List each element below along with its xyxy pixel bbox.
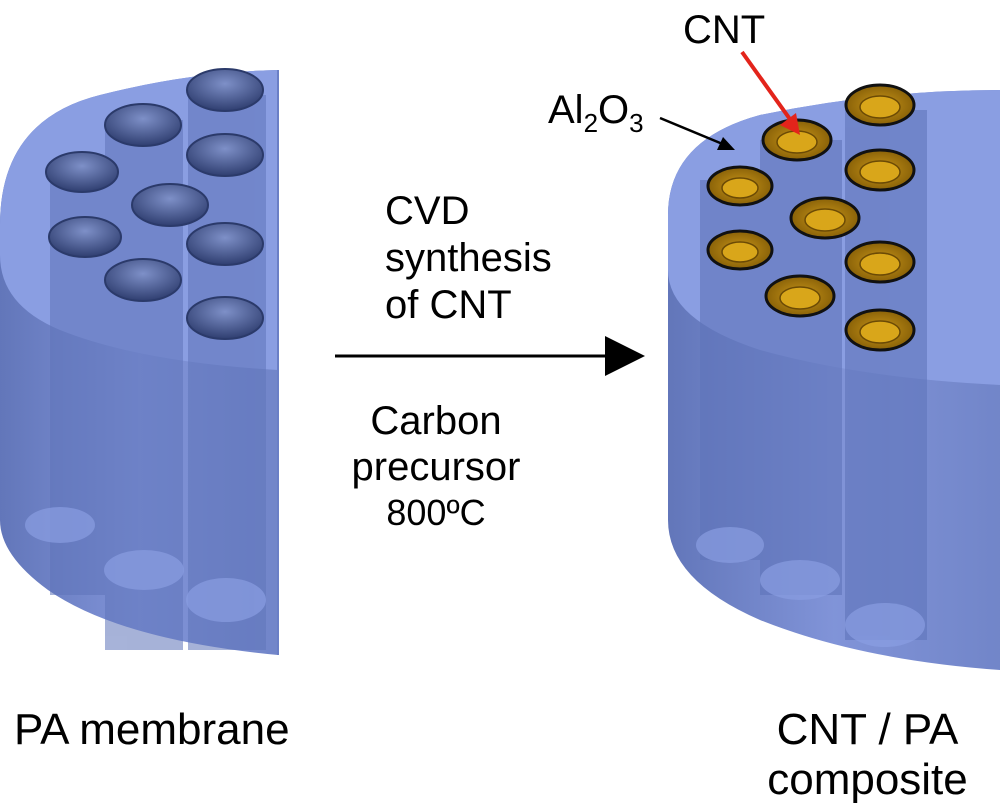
composite-label-line-1: CNT / PA — [776, 705, 959, 754]
process-arrow — [335, 336, 645, 376]
o-subscript: 3 — [629, 108, 644, 138]
composite-bottom-ends — [696, 527, 925, 647]
cnt-filled-pores — [706, 83, 916, 352]
process-line-3: of CNT — [385, 283, 512, 327]
cnt-pointer — [740, 50, 800, 135]
process-line-2: synthesis — [385, 236, 552, 280]
al-subscript: 2 — [583, 108, 599, 138]
composite-cylinder — [668, 83, 1000, 670]
process-conditions-label: Carbon precursor 800ºC — [336, 398, 536, 536]
o-symbol: O — [598, 88, 630, 132]
membrane-pores — [45, 68, 264, 340]
cnt-callout-label: CNT — [683, 8, 766, 52]
al2o3-pointer — [659, 116, 735, 150]
al2o3-callout-label: Al2O3 — [548, 88, 644, 136]
condition-line-2: precursor — [351, 445, 521, 489]
condition-line-1: Carbon — [370, 399, 502, 443]
process-line-1: CVD — [385, 189, 470, 233]
condition-line-3: 800ºC — [386, 492, 486, 533]
composite-label-line-2: composite — [767, 755, 968, 804]
pore-bottom-ends — [25, 507, 266, 622]
process-step-label: CVD synthesis of CNT — [385, 188, 552, 329]
al-symbol: Al — [548, 88, 584, 132]
composite-tubes — [700, 110, 927, 640]
pa-membrane-label: PA membrane — [14, 705, 290, 754]
composite-label: CNT / PA composite — [740, 705, 995, 805]
pa-membrane-cylinder — [0, 68, 279, 655]
